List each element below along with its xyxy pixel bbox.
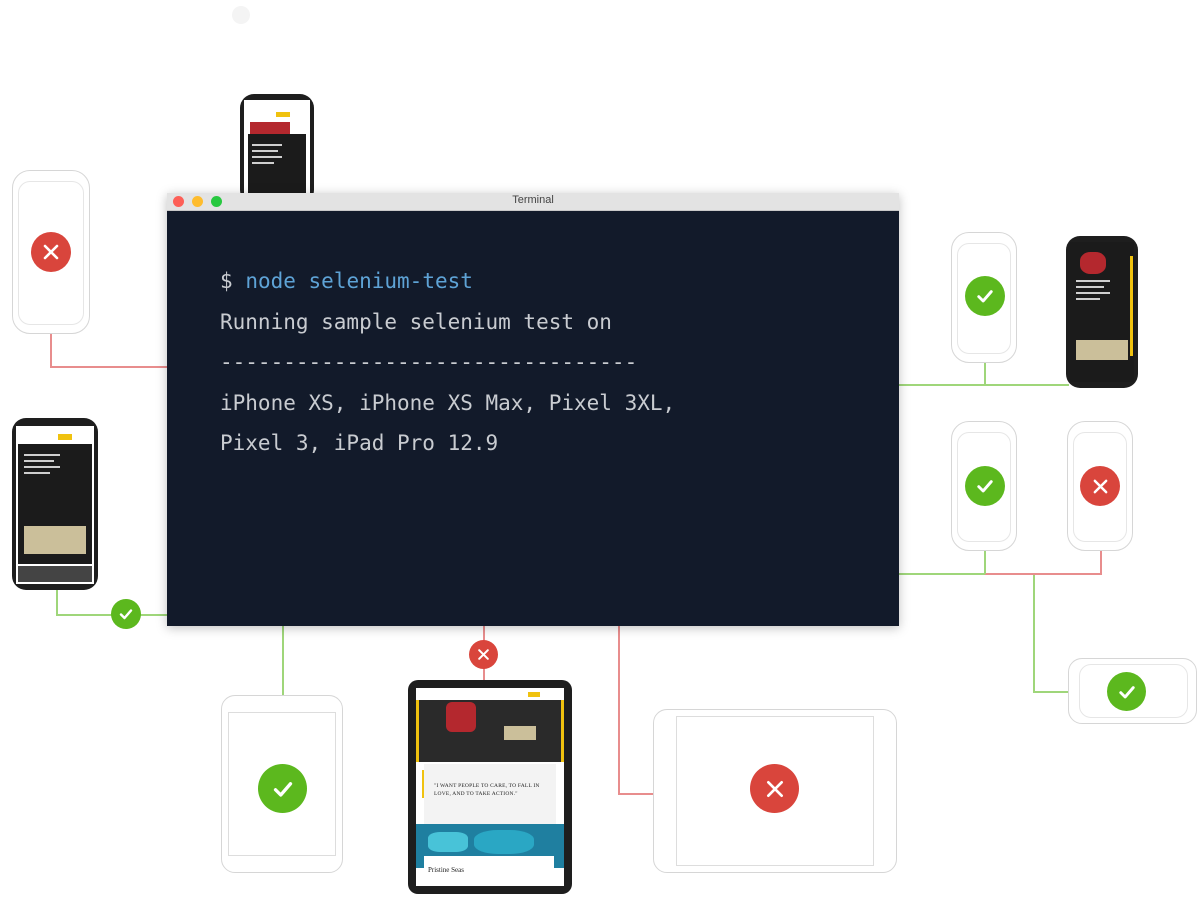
- connector-line: [1033, 691, 1069, 693]
- fail-badge: [31, 232, 71, 272]
- close-window-button[interactable]: [173, 196, 184, 207]
- checkmark-icon: [977, 480, 993, 493]
- connector-line: [282, 626, 284, 696]
- ipad-caption: Pristine Seas: [428, 866, 464, 874]
- ipad-quote: "I WANT PEOPLE TO CARE, TO FALL IN LOVE,…: [434, 783, 540, 797]
- minimize-window-button[interactable]: [192, 196, 203, 207]
- connector-line: [985, 573, 1102, 575]
- command-text: node selenium-test: [245, 269, 473, 293]
- pass-badge: [1107, 672, 1146, 711]
- fail-badge: [469, 640, 498, 669]
- checkmark-icon: [1118, 685, 1135, 698]
- connector-line: [1033, 575, 1035, 693]
- fail-badge: [1080, 466, 1120, 506]
- pass-badge: [965, 466, 1005, 506]
- checkmark-icon: [119, 609, 133, 620]
- terminal-title: Terminal: [512, 194, 554, 206]
- checkmark-icon: [977, 290, 993, 303]
- prompt-symbol: $: [220, 269, 233, 293]
- connector-line: [56, 590, 58, 615]
- output-line: Running sample selenium test on: [220, 309, 612, 334]
- pass-badge: [258, 764, 307, 813]
- terminal-title-bar: Terminal: [167, 193, 899, 211]
- pass-badge: [965, 276, 1005, 316]
- connector-line: [618, 626, 620, 794]
- command-line: $ node selenium-test: [220, 261, 675, 302]
- device-real-phone: [1066, 236, 1138, 388]
- connector-line: [899, 573, 987, 575]
- device-real-phone: [12, 418, 98, 590]
- connector-line: [984, 362, 986, 385]
- pass-badge: [111, 599, 141, 629]
- connector-line: [899, 384, 1069, 386]
- connector-line: [1100, 550, 1102, 574]
- output-line: iPhone XS, iPhone XS Max, Pixel 3XL,: [220, 390, 676, 415]
- connector-line: [50, 366, 168, 368]
- faint-mark: [232, 6, 250, 24]
- device-real-tablet: "I WANT PEOPLE TO CARE, TO FALL IN LOVE,…: [408, 680, 572, 894]
- cross-icon: [478, 649, 489, 660]
- connector-line: [50, 333, 52, 367]
- output-line: Pixel 3, iPad Pro 12.9: [220, 431, 499, 455]
- cross-icon: [1093, 479, 1107, 493]
- checkmark-icon: [273, 781, 292, 797]
- connector-line: [618, 793, 654, 795]
- fail-badge: [750, 764, 799, 813]
- cross-icon: [43, 244, 59, 260]
- output-line: ---------------------------------: [220, 350, 638, 374]
- cross-icon: [766, 780, 783, 797]
- device-real-phone: [240, 94, 314, 204]
- maximize-window-button[interactable]: [211, 196, 222, 207]
- connector-line: [984, 550, 986, 574]
